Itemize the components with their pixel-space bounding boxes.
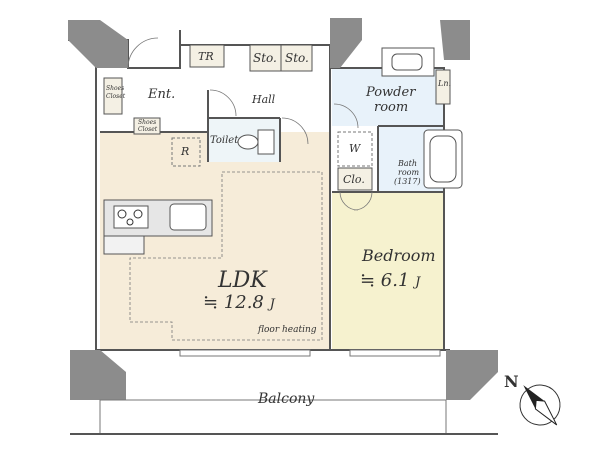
floor-heating-area (129, 171, 323, 341)
ldk-size: ≒ 12.8 J (203, 294, 275, 312)
stove-icon (117, 209, 143, 226)
washer-space (337, 131, 373, 167)
bedroom-floor (332, 192, 444, 350)
entrance-label: Ent. (148, 87, 176, 102)
storage-2-label: Sto. (285, 51, 309, 65)
tr-label: TR (198, 50, 214, 63)
powder-room-label-2: room (374, 100, 409, 115)
refrigerator-label: R (181, 145, 190, 158)
shoes-closet-2-label-1: Shoes (138, 119, 157, 126)
powder-room-label-1: Powder (366, 85, 416, 100)
bathtub-icon (423, 129, 463, 189)
bedroom-name: Bedroom (362, 246, 436, 265)
washbasin-icon (381, 47, 435, 77)
balcony-label: Balcony (258, 391, 315, 407)
bath-room-label-1: Bath (398, 159, 418, 168)
bedroom-size-unit: J (415, 275, 421, 290)
toilet-label: Toilet (210, 135, 239, 146)
compass-north-label: N (504, 372, 519, 391)
refrigerator-space (171, 137, 201, 167)
shoes-closet-1-label-1: Shoes (106, 85, 125, 92)
windows (179, 349, 441, 357)
ldk-size-value: ≒ 12.8 (203, 292, 264, 313)
pillars (68, 18, 498, 400)
shoes-closet-1-label-2: Closet (106, 93, 126, 100)
storage-1-label: Sto. (253, 51, 277, 65)
hall-label: Hall (252, 93, 276, 106)
bedroom-size-value: ≒ 6.1 (360, 270, 410, 291)
closet-label: Clo. (343, 173, 365, 186)
storage-boxes (103, 44, 451, 191)
door-swings (127, 37, 373, 211)
bath-room-label-2: room (398, 168, 420, 177)
shoes-closet-2-label-2: Closet (138, 126, 158, 133)
powder-room-floor (332, 68, 444, 126)
linen-label: Ln. (438, 79, 452, 88)
toilet-fixture-icon (237, 129, 275, 155)
washer-label: W (349, 142, 361, 155)
bedroom-size: ≒ 6.1 J (360, 272, 420, 290)
bath-room-label-3: (1317) (394, 177, 421, 186)
compass-icon (519, 384, 561, 426)
ldk-size-unit: J (269, 297, 275, 312)
floor-heating-note: floor heating (258, 325, 317, 335)
ldk-name: LDK (218, 268, 267, 293)
